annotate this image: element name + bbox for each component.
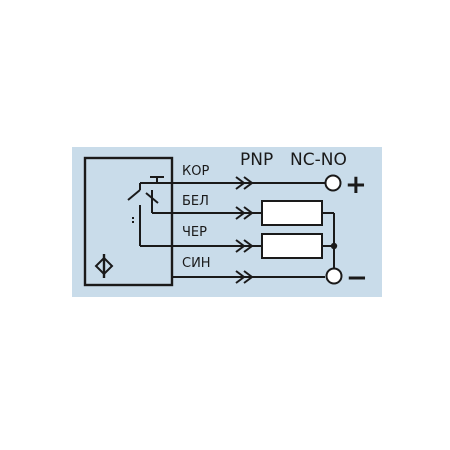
junction-dot (330, 242, 338, 250)
load-resistor-icon (261, 200, 323, 226)
switch-contact-icon (127, 176, 175, 247)
wire-brown (172, 176, 325, 190)
sensor-symbol-icon (94, 254, 114, 278)
wire-label-brown: КОР (182, 164, 209, 179)
wire-white (175, 206, 334, 220)
positive-sign: + (345, 170, 367, 200)
load-resistor-icon (261, 233, 323, 259)
negative-sign: − (346, 263, 368, 293)
output-type-label: PNP (240, 150, 273, 170)
wire-label-black: ЧЕР (182, 225, 207, 240)
positive-terminal (324, 174, 342, 192)
contact-type-label: NC-NO (290, 150, 347, 170)
negative-terminal (325, 267, 343, 285)
wire-label-white: БЕЛ (182, 194, 209, 209)
sensor-body (83, 156, 174, 287)
wire-label-blue: СИН (182, 256, 211, 271)
wire-blue (172, 270, 325, 284)
